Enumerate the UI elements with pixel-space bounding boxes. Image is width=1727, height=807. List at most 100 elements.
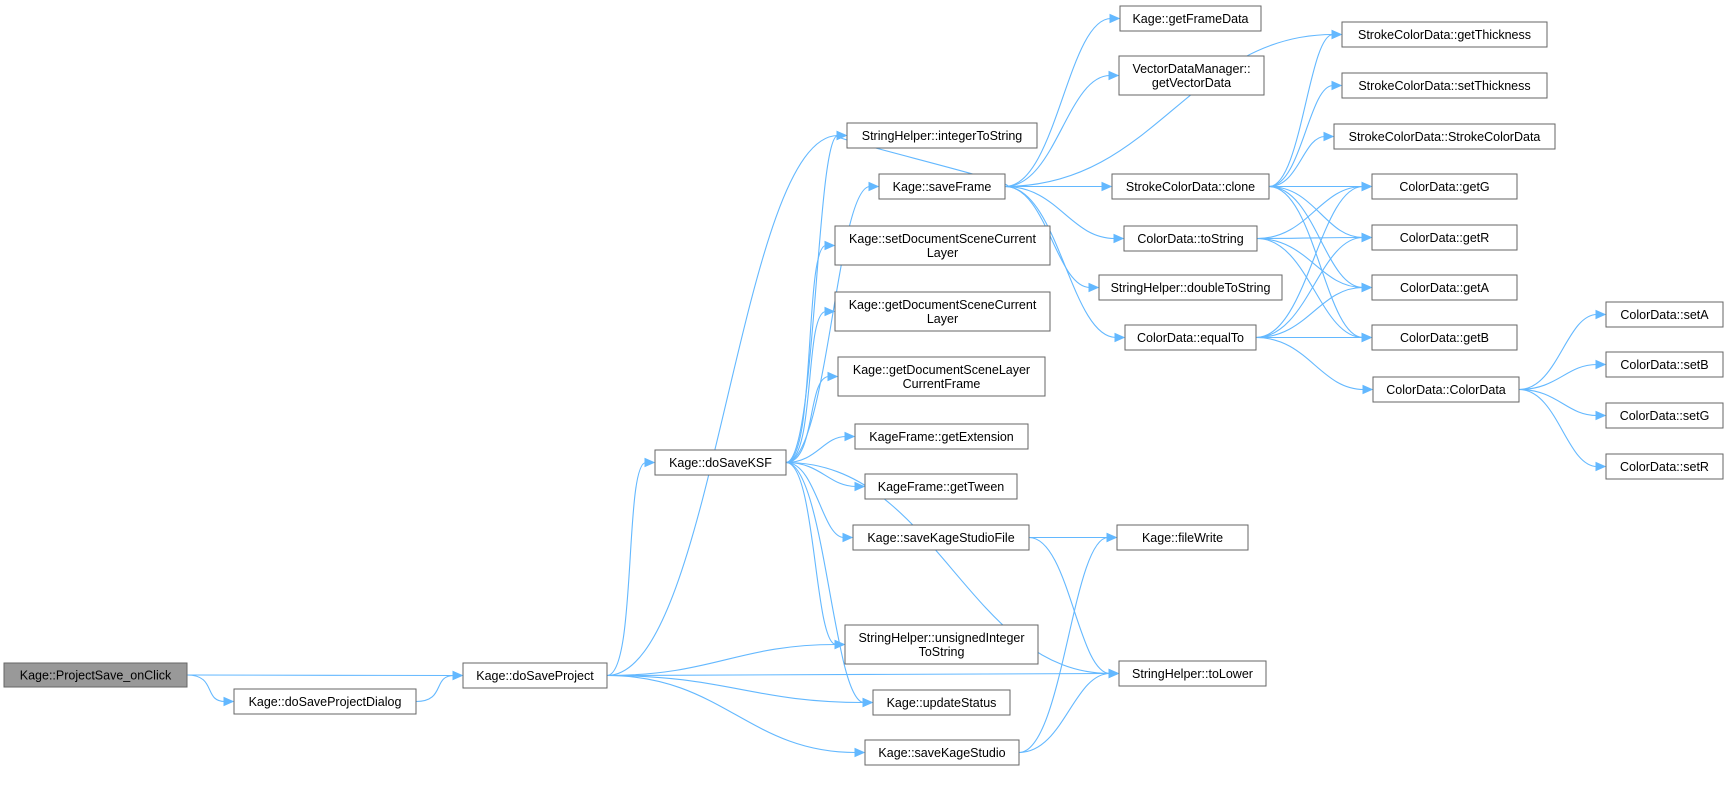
node-box — [1605, 351, 1724, 378]
edge-dosaveksf-setdoclayer — [785, 240, 836, 464]
node-box — [852, 524, 1030, 551]
node-strokeclone[interactable]: StrokeColorData::clone — [1111, 173, 1270, 200]
node-label: ToString — [919, 645, 965, 659]
node-label: KageFrame::getTween — [878, 480, 1005, 494]
node-label: StrokeColorData::clone — [1126, 180, 1255, 194]
node-label: StringHelper::toLower — [1132, 667, 1253, 681]
node-getframedata[interactable]: Kage::getFrameData — [1119, 5, 1262, 32]
node-label: Kage::getDocumentSceneCurrent — [849, 298, 1037, 312]
node-dosaveksf[interactable]: Kage::doSaveKSF — [654, 449, 787, 476]
node-label: Kage::saveKageStudioFile — [867, 531, 1014, 545]
node-filewrite[interactable]: Kage::fileWrite — [1116, 524, 1249, 551]
node-label: StrokeColorData::getThickness — [1358, 28, 1531, 42]
node-label: Kage::doSaveProjectDialog — [249, 695, 402, 709]
edge-savekagefile-tolower — [1028, 536, 1120, 679]
node-setthickness[interactable]: StrokeColorData::setThickness — [1341, 72, 1548, 99]
edge-savekagefile-filewrite — [1029, 532, 1118, 543]
edge-equalto-getr — [1255, 232, 1373, 339]
node-savekage[interactable]: Kage::saveKageStudio — [864, 739, 1020, 766]
node-label: VectorDataManager:: — [1132, 62, 1250, 76]
node-label: Kage::saveFrame — [893, 180, 992, 194]
node-setg[interactable]: ColorData::setG — [1605, 402, 1724, 429]
node-label: Kage::getDocumentSceneLayer — [853, 363, 1030, 377]
node-getr[interactable]: ColorData::getR — [1371, 224, 1518, 251]
edge-saveframe-getvectordata — [1004, 70, 1120, 188]
node-label: getVectorData — [1152, 76, 1231, 90]
node-box — [1371, 274, 1518, 301]
node-label: StrokeColorData::setThickness — [1358, 79, 1530, 93]
node-getg[interactable]: ColorData::getG — [1371, 173, 1518, 200]
node-gettween[interactable]: KageFrame::getTween — [864, 473, 1018, 500]
edge-equalto-getg — [1255, 181, 1373, 339]
node-box — [1111, 173, 1270, 200]
node-label: Layer — [927, 246, 958, 260]
node-label: StringHelper::integerToString — [862, 129, 1023, 143]
edge-projectsave-dosavedialog — [186, 674, 235, 707]
node-label: Kage::ProjectSave_onClick — [20, 669, 172, 683]
node-box — [1372, 376, 1520, 403]
node-getthickness[interactable]: StrokeColorData::getThickness — [1341, 21, 1548, 48]
node-inttostring[interactable]: StringHelper::integerToString — [846, 122, 1038, 149]
node-box — [1371, 173, 1518, 200]
node-box — [864, 473, 1018, 500]
edge-dosaveproject-dosaveksf — [606, 457, 656, 677]
edge-saveframe-equalto — [1004, 185, 1126, 343]
node-savekagefile[interactable]: Kage::saveKageStudioFile — [852, 524, 1030, 551]
node-geta[interactable]: ColorData::getA — [1371, 274, 1518, 301]
node-box — [1124, 324, 1257, 351]
edge-saveframe-getthickness — [1004, 29, 1343, 188]
node-getb[interactable]: ColorData::getB — [1371, 324, 1518, 351]
node-label: Kage::doSaveKSF — [669, 456, 772, 470]
edge-dosaveproject-uinttostring — [606, 639, 846, 677]
node-box — [1116, 524, 1249, 551]
node-box — [1119, 5, 1262, 32]
node-label: Kage::fileWrite — [1142, 531, 1223, 545]
node-box — [1341, 21, 1548, 48]
node-getextension[interactable]: KageFrame::getExtension — [854, 423, 1029, 450]
node-strokector[interactable]: StrokeColorData::StrokeColorData — [1333, 123, 1556, 150]
node-label: Kage::updateStatus — [887, 696, 997, 710]
edge-dosaveksf-getextension — [785, 431, 856, 464]
node-box — [1371, 324, 1518, 351]
node-label: Kage::getFrameData — [1132, 12, 1248, 26]
node-dbltostring[interactable]: StringHelper::doubleToString — [1098, 274, 1283, 301]
node-dosavedialog[interactable]: Kage::doSaveProjectDialog — [233, 688, 417, 715]
node-saveframe[interactable]: Kage::saveFrame — [878, 173, 1006, 200]
node-dosaveproject[interactable]: Kage::doSaveProject — [462, 662, 608, 689]
node-label: ColorData::getA — [1400, 281, 1490, 295]
node-label: CurrentFrame — [903, 377, 981, 391]
node-getvectordata[interactable]: VectorDataManager::getVectorData — [1118, 55, 1265, 96]
node-box — [854, 423, 1029, 450]
node-label: ColorData::toString — [1137, 232, 1243, 246]
node-seta[interactable]: ColorData::setA — [1605, 301, 1724, 328]
edge-equalto-getb — [1255, 332, 1373, 343]
edge-dosaveproject-savekage — [606, 674, 866, 758]
node-box — [462, 662, 608, 689]
node-colordata[interactable]: ColorData::ColorData — [1372, 376, 1520, 403]
node-label: ColorData::equalTo — [1137, 331, 1244, 345]
node-equalto[interactable]: ColorData::equalTo — [1124, 324, 1257, 351]
call-graph-edges — [186, 13, 1607, 758]
node-label: Layer — [927, 312, 958, 326]
node-setb[interactable]: ColorData::setB — [1605, 351, 1724, 378]
edge-dosaveksf-getdocframe — [785, 371, 839, 464]
node-box — [1118, 660, 1267, 687]
node-box — [864, 739, 1020, 766]
node-projectsave[interactable]: Kage::ProjectSave_onClick — [3, 662, 188, 688]
node-updatestatus[interactable]: Kage::updateStatus — [872, 689, 1011, 716]
node-label: KageFrame::getExtension — [869, 430, 1014, 444]
node-tolower[interactable]: StringHelper::toLower — [1118, 660, 1267, 687]
node-box — [1605, 453, 1724, 480]
edge-dosaveproject-tolower — [606, 668, 1120, 679]
edge-colordata-setb — [1518, 359, 1607, 391]
node-cdtostring[interactable]: ColorData::toString — [1123, 225, 1258, 252]
edge-equalto-geta — [1255, 282, 1373, 339]
node-box — [1333, 123, 1556, 150]
node-setr[interactable]: ColorData::setR — [1605, 453, 1724, 480]
edge-colordata-setg — [1518, 388, 1607, 421]
edge-dosaveproject-inttostring — [606, 130, 848, 677]
